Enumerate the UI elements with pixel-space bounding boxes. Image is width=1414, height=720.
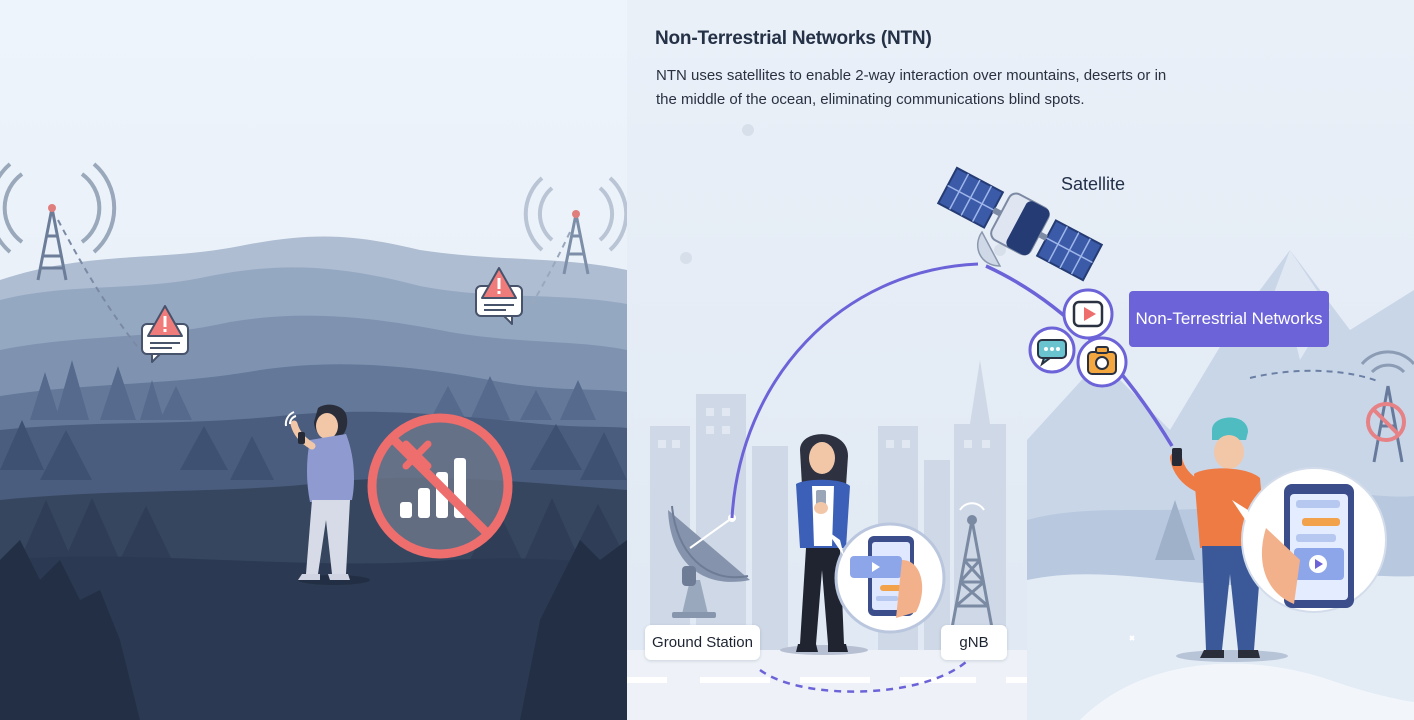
page-description: NTN uses satellites to enable 2-way inte…	[656, 67, 1167, 108]
person-with-phone	[780, 434, 868, 655]
warning-bubble-icon	[141, 305, 189, 363]
phone-screen-bubble	[1232, 467, 1387, 613]
no-signal-icon	[367, 413, 513, 559]
ntn-label-box: Non-Terrestrial Networks	[1129, 291, 1329, 347]
person-without-signal	[284, 404, 370, 585]
play-icon	[1062, 288, 1114, 340]
page-title: Non-Terrestrial Networks (NTN)	[655, 28, 932, 49]
chat-icon	[1028, 326, 1076, 374]
tower-icon	[523, 176, 627, 275]
tower-icon	[0, 162, 117, 281]
phone-screen-bubble	[826, 522, 946, 634]
middle-panel-city	[627, 0, 1319, 720]
foreground-pines	[0, 540, 627, 720]
tower-icon	[950, 502, 994, 629]
camera-icon	[1076, 336, 1128, 388]
satellite-icon	[936, 166, 1104, 282]
warning-bubble-icon	[475, 267, 523, 325]
ground-station-label: Ground Station	[645, 625, 760, 660]
satellite-label: Satellite	[1061, 174, 1126, 194]
gnb-label: gNB	[941, 625, 1007, 660]
tower-icon	[1360, 350, 1414, 463]
satellite-dish-icon	[668, 505, 750, 618]
left-panel-mountains	[0, 0, 627, 720]
